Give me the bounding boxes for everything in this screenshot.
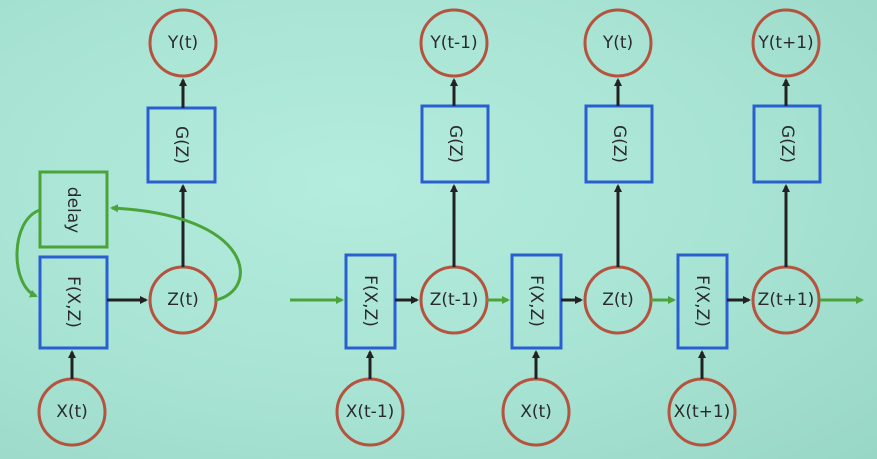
delay-arrow: [15, 208, 41, 298]
svg-text:X(t+1): X(t+1): [674, 402, 731, 422]
time-step-2: Y(t+1) G(Z) F(X,Z) Z(t+1) X(t+1): [667, 8, 822, 447]
delay-box: delay: [38, 170, 109, 249]
svg-text:F(X,Z): F(X,Z): [63, 276, 83, 328]
output-node: Y(t): [583, 8, 653, 78]
state-node: Z(t): [583, 265, 653, 335]
svg-text:G(Z): G(Z): [777, 125, 797, 163]
time-step-0: Y(t-1) G(Z) F(X,Z) Z(t-1) X(t-1): [335, 8, 510, 447]
svg-text:delay: delay: [63, 187, 83, 233]
input-node: X(t): [37, 377, 107, 447]
svg-text:F(X,Z): F(X,Z): [360, 275, 380, 327]
svg-text:Z(t+1): Z(t+1): [758, 290, 815, 310]
output-node: Y(t-1): [419, 8, 489, 78]
state-function-box: F(X,Z): [344, 253, 397, 350]
svg-text:Y(t+1): Y(t+1): [757, 33, 813, 53]
svg-text:G(Z): G(Z): [171, 126, 191, 164]
input-node: X(t-1): [335, 377, 405, 447]
svg-text:F(X,Z): F(X,Z): [526, 275, 546, 327]
svg-text:Z(t): Z(t): [167, 290, 199, 310]
svg-text:F(X,Z): F(X,Z): [692, 275, 712, 327]
state-node: Z(t-1): [419, 265, 489, 335]
svg-text:G(Z): G(Z): [609, 125, 629, 163]
state-node: Z(t+1): [751, 265, 821, 335]
unrolled-network: Y(t-1) G(Z) F(X,Z) Z(t-1) X(t-1) Y(t) G(Z) F(X,…: [290, 8, 864, 447]
output-node: Y(t+1): [751, 8, 821, 78]
time-step-1: Y(t) G(Z) F(X,Z) Z(t) X(t): [501, 8, 676, 447]
input-node: X(t): [501, 377, 571, 447]
state-function-box: F(X,Z): [510, 253, 563, 350]
output-function-box: G(Z): [146, 106, 217, 184]
svg-text:Y(t-1): Y(t-1): [429, 33, 477, 53]
svg-text:Y(t): Y(t): [167, 33, 198, 53]
output-function-box: G(Z): [584, 104, 654, 184]
state-node: Z(t): [148, 265, 218, 335]
svg-text:G(Z): G(Z): [445, 125, 465, 163]
output-node: Y(t): [148, 8, 218, 78]
svg-text:X(t): X(t): [56, 402, 88, 422]
feedback-arrow: [110, 204, 242, 302]
svg-text:Z(t): Z(t): [602, 290, 634, 310]
svg-text:X(t-1): X(t-1): [346, 402, 395, 422]
svg-text:Y(t): Y(t): [602, 33, 633, 53]
output-function-box: G(Z): [420, 104, 490, 184]
state-function-box: F(X,Z): [676, 253, 729, 350]
state-function-box: F(X,Z): [38, 255, 109, 350]
svg-text:X(t): X(t): [520, 402, 552, 422]
output-function-box: G(Z): [752, 104, 822, 184]
folded-network: Y(t) G(Z) delay F(X,Z) Z(t) X(t): [15, 8, 242, 447]
svg-text:Z(t-1): Z(t-1): [430, 290, 479, 310]
input-node: X(t+1): [667, 377, 737, 447]
